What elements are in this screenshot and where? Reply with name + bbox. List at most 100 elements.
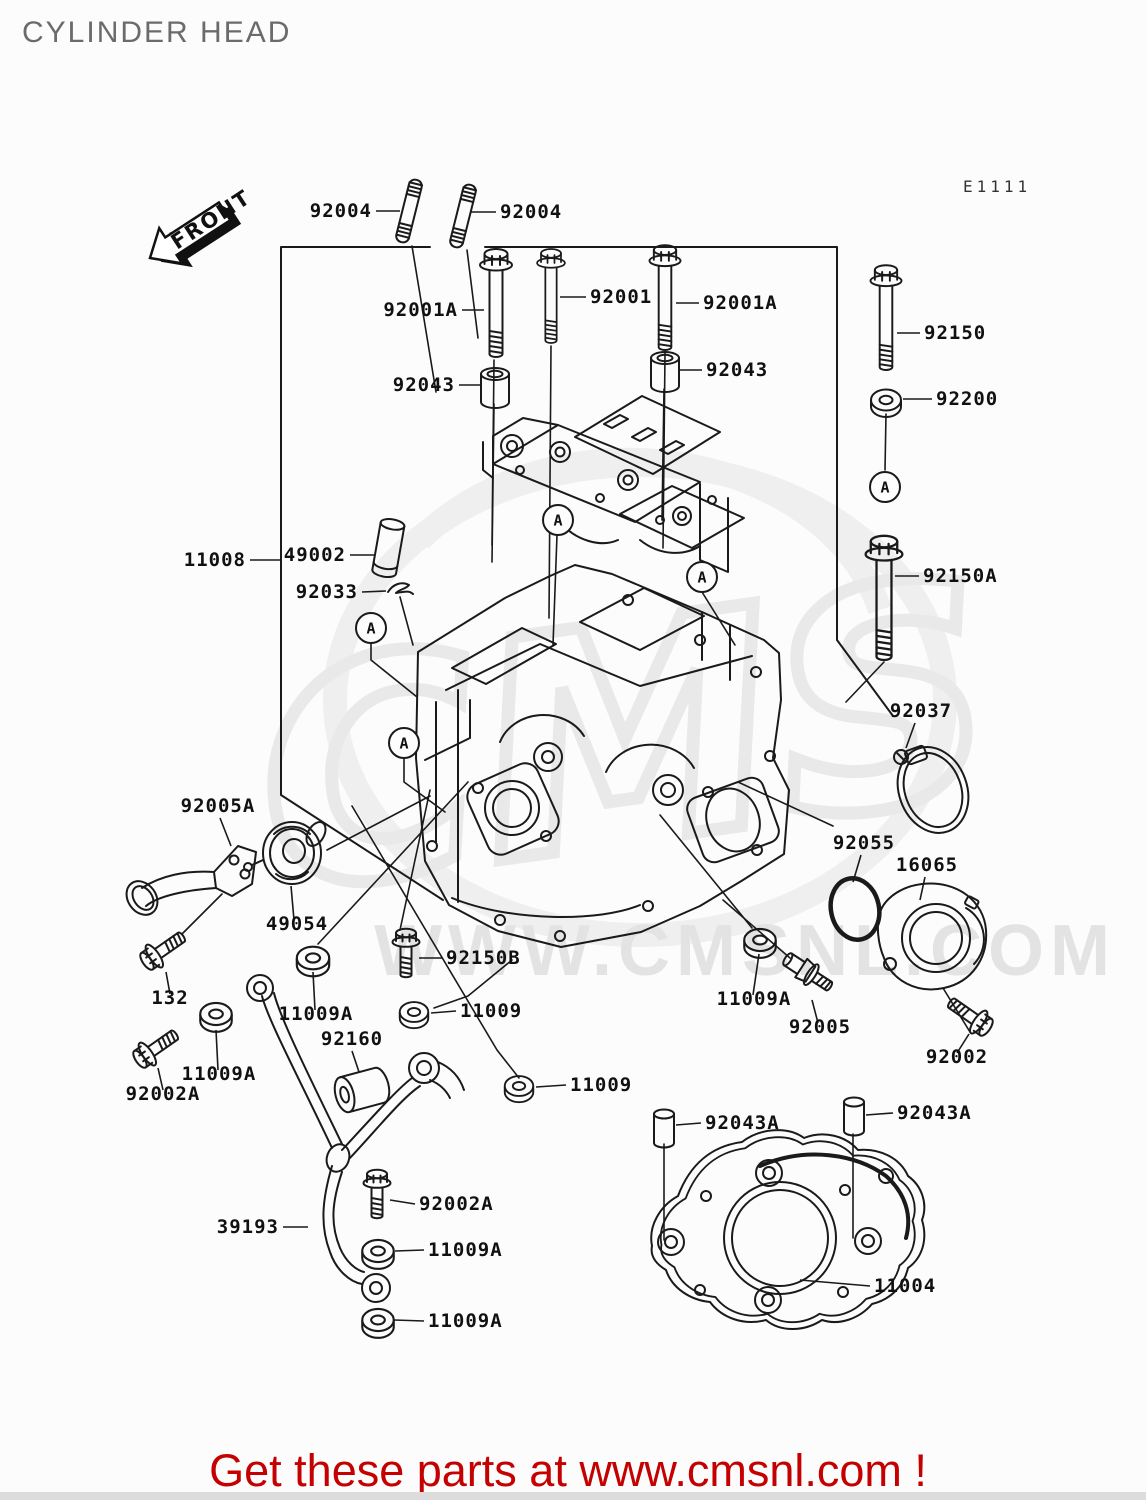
part-label-92002: 92002 [926,1046,988,1068]
holder-16065 [876,882,988,991]
thermostat-49054 [243,821,327,885]
callout-leader-92002A [389,1199,416,1205]
callout-leader-92055 [852,854,862,883]
bolt-92002 [941,989,999,1042]
part-label-11009: 11009 [460,1000,522,1022]
head-gasket-11004 [650,1129,926,1330]
clip-92033 [387,582,414,595]
ref-markers-layer: A A A A A [355,471,901,759]
clamp-92037 [893,744,970,834]
callout-leader-92005 [811,999,819,1024]
svg-text:A: A [399,735,408,753]
bolt-92150 [869,264,903,371]
callout-leader-11009 [535,1084,567,1088]
part-label-11004: 11004 [874,1275,936,1297]
part-label-92001A: 92001A [383,299,458,321]
sleeve-92043-left [480,367,510,409]
part-label-92037: 92037 [890,700,952,722]
part-label-92004: 92004 [310,200,372,222]
callout-leader-92043A [865,1112,894,1116]
oring-92055 [828,876,882,942]
part-label-92043A: 92043A [705,1112,780,1134]
cms-watermark: CMS WWW.CMSNL.COM [231,447,1110,991]
front-label: FRONT [167,185,256,254]
callout-leader-92160 [351,1050,360,1073]
ref-marker-A-5: A [388,727,420,759]
bolt-92001 [536,248,566,344]
stud-92004-right [447,182,479,250]
part-label-92043A: 92043A [897,1102,972,1124]
assembly-bracket [280,246,894,901]
part-label-92043: 92043 [706,359,768,381]
part-label-49054: 49054 [266,913,328,935]
part-label-92002A: 92002A [419,1193,494,1215]
callout-leader-11009A [394,1249,425,1252]
svg-text:A: A [697,569,706,587]
union-92160 [333,1066,391,1114]
callout-leader-92043A [675,1122,702,1126]
part-label-92160: 92160 [321,1028,383,1050]
cylinder-head-body [415,564,790,948]
part-label-11009A: 11009A [428,1239,503,1261]
leader-lines [181,245,971,1241]
front-arrow-icon: FRONT [148,185,256,268]
elbow-92005a [125,845,257,916]
bottom-edge-band [0,1492,1146,1500]
dowel-92043a-right [843,1096,865,1137]
callout-leader-11009A [215,1029,219,1071]
part-label-92150A: 92150A [923,565,998,587]
diagram-code: E1111 [963,177,1031,196]
part-label-92001A: 92001A [703,292,778,314]
svg-text:A: A [553,512,562,530]
washer-11009-2 [503,1075,535,1104]
ref-marker-A-2: A [542,504,574,536]
ref-marker-A-3: A [686,561,718,593]
ref-marker-A-4: A [355,612,387,644]
bolt-92002a-1 [127,1021,185,1074]
part-label-92150: 92150 [924,322,986,344]
bolt-92001a-right [648,244,682,351]
svg-text:A: A [880,479,889,497]
bolt-92001a-left [479,248,513,358]
callout-leader-16065 [919,876,926,901]
washer-92200 [870,388,902,418]
footer-link-text[interactable]: Get these parts at www.cmsnl.com ! [209,1445,927,1496]
callout-leader-11009A [312,971,316,1011]
callout-leader-49054 [290,885,295,921]
part-label-11009A: 11009A [182,1063,257,1085]
part-label-92005A: 92005A [181,795,256,817]
callout-leader-92005A [219,817,232,847]
callout-leader-92037 [905,722,916,749]
washer-11009a-2 [199,1001,233,1033]
part-label-132: 132 [151,987,188,1009]
part-label-92055: 92055 [833,832,895,854]
part-label-92150B: 92150B [446,947,521,969]
bolt-92002a-2 [362,1168,392,1220]
valve-guide-49002 [371,518,406,579]
part-label-92002A: 92002A [126,1083,201,1105]
washer-11009a-3 [361,1238,395,1270]
callout-leader-11009A [752,953,760,996]
callout-leader-11004 [799,1279,871,1287]
fitting-92005 [782,952,834,992]
ref-marker-A-1: A [869,471,901,503]
part-label-49002: 49002 [284,544,346,566]
callout-leader-92002A [157,1067,164,1091]
callout-leader-92002 [956,1033,970,1054]
part-label-92001: 92001 [590,286,652,308]
part-label-39193: 39193 [217,1216,279,1238]
washer-11009-1 [398,1001,430,1030]
callout-leader-11009A [393,1319,425,1322]
part-label-92033: 92033 [296,581,358,603]
part-label-92200: 92200 [936,388,998,410]
svg-text:A: A [366,620,375,638]
part-label-92005: 92005 [789,1016,851,1038]
part-label-11009A: 11009A [717,988,792,1010]
cam-carrier [482,395,745,573]
part-label-11009A: 11009A [279,1003,354,1025]
part-label-11009: 11009 [570,1074,632,1096]
callout-leader-132 [165,971,171,995]
